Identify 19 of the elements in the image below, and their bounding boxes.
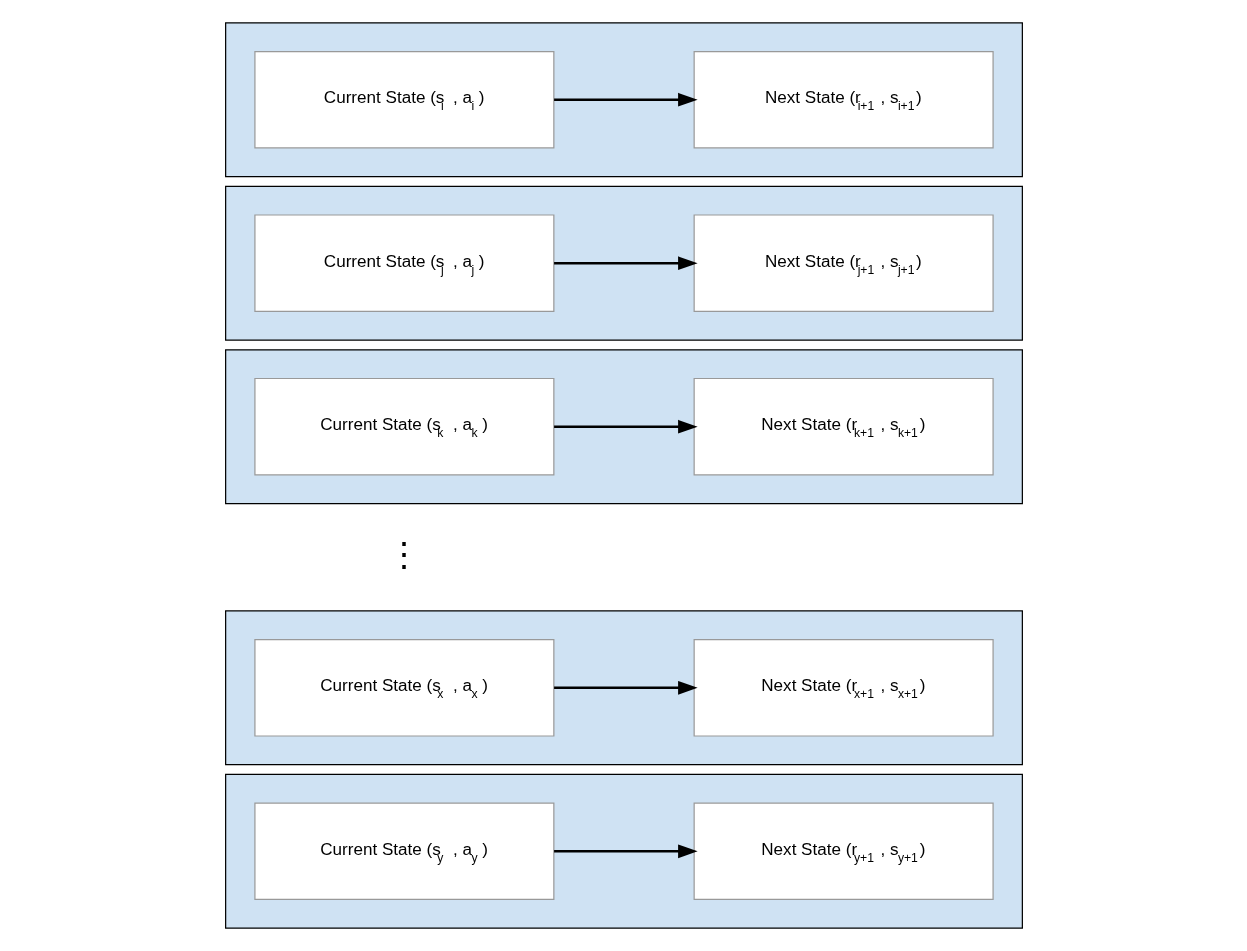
cluster bbox=[224, 22, 1023, 178]
cluster bbox=[224, 349, 1023, 505]
arrow bbox=[553, 680, 698, 695]
node-box: Next State (r$_{i+1}$ , s$_{i+1}$) bbox=[693, 50, 994, 149]
node-box: Next State (r$_{x+1}$ , s$_{x+1}$) bbox=[693, 639, 994, 737]
arrow bbox=[553, 256, 698, 271]
cluster bbox=[224, 610, 1023, 766]
node-box: Current State (s$_{y}$ , a$_{y}$) bbox=[253, 802, 554, 901]
arrow bbox=[553, 844, 698, 859]
node-box: Next State (r$_{j+1}$ , s$_{j+1}$) bbox=[693, 214, 994, 312]
arrow bbox=[553, 419, 698, 434]
node-box: Next State (r$_{k+1}$ , s$_{k+1}$) bbox=[693, 377, 994, 476]
cluster bbox=[224, 185, 1023, 341]
label: ⋮ bbox=[386, 534, 421, 573]
cluster bbox=[224, 773, 1023, 929]
arrow bbox=[553, 92, 698, 107]
node-box: Current State (s$_{k}$ , a$_{k}$) bbox=[253, 377, 554, 476]
node-box: Current State (s$_{x}$ , a$_{x}$) bbox=[253, 639, 554, 737]
node-box: Next State (r$_{y+1}$ , s$_{y+1}$) bbox=[693, 802, 994, 901]
